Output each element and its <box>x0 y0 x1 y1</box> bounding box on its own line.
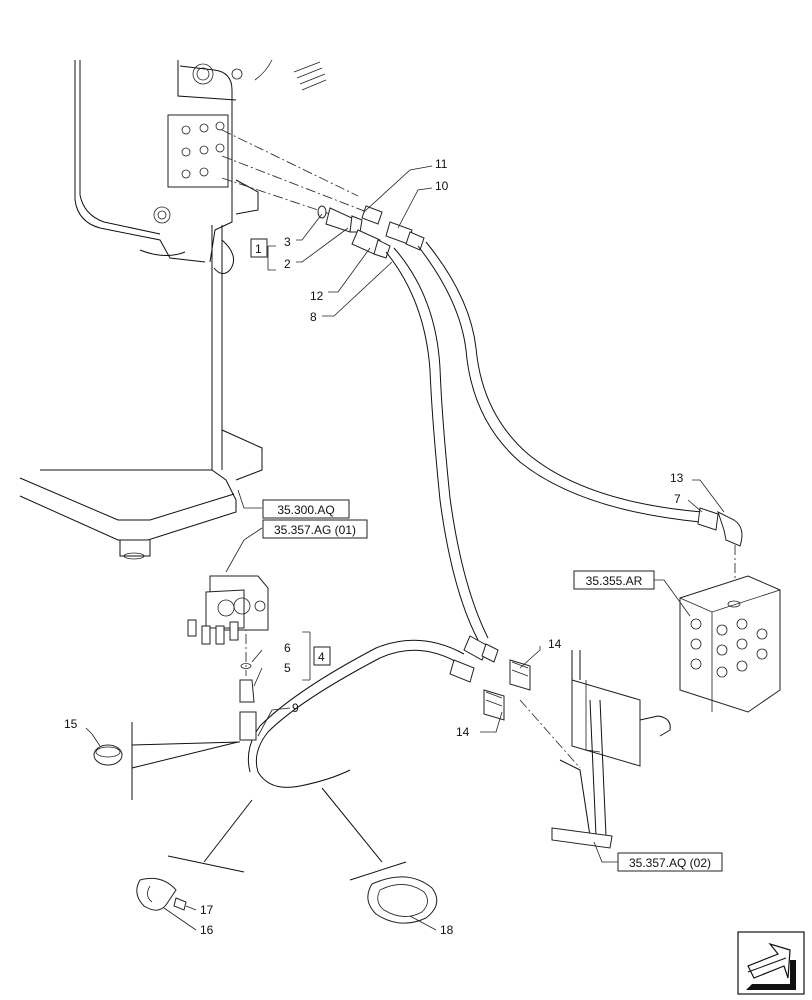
callout-5: 5 <box>284 661 291 675</box>
callout-6: 6 <box>284 641 291 655</box>
callout-3: 3 <box>284 235 291 249</box>
leader-lines <box>85 165 725 931</box>
loose-parts <box>93 744 438 924</box>
callout-17: 17 <box>200 903 214 917</box>
callout-2: 2 <box>284 257 291 271</box>
center-lines <box>221 129 736 769</box>
reference-35-357-aq-02: 35.357.AQ (02) <box>629 856 711 870</box>
frame-tower <box>19 59 327 560</box>
valve-block <box>187 575 269 645</box>
bracket-stand <box>551 650 671 849</box>
upper-fittings <box>317 205 425 259</box>
reference-35-357-ag-01: 35.357.AG (01) <box>274 523 356 537</box>
next-page-arrow-icon[interactable] <box>737 931 805 995</box>
reference-35-300-aq: 35.300.AQ <box>277 503 334 517</box>
callout-14-upper: 14 <box>548 637 562 651</box>
couplers <box>483 659 531 721</box>
boxed-callout-1: 1 <box>255 242 262 256</box>
callout-7: 7 <box>674 492 681 506</box>
callout-18: 18 <box>440 923 454 937</box>
callout-labels: 11 10 3 2 12 8 13 7 14 14 6 5 9 15 17 16… <box>64 157 684 937</box>
callout-10: 10 <box>435 179 449 193</box>
reference-35-355-ar: 35.355.AR <box>586 574 643 588</box>
boxed-callouts: 1 4 <box>250 238 331 666</box>
reference-boxes: 35.300.AQ 35.357.AG (01) 35.355.AR 35.35… <box>262 499 723 872</box>
callout-13: 13 <box>670 471 684 485</box>
callout-16: 16 <box>200 923 214 937</box>
section-markers <box>131 722 407 881</box>
callout-15: 15 <box>64 717 78 731</box>
callout-12: 12 <box>310 289 324 303</box>
callout-9: 9 <box>292 701 299 715</box>
hoses <box>247 241 703 788</box>
callout-14-lower: 14 <box>456 725 470 739</box>
callout-8: 8 <box>310 310 317 324</box>
hose-ends <box>239 507 743 741</box>
control-valve <box>679 575 781 713</box>
callout-11: 11 <box>435 157 448 171</box>
boxed-callout-4: 4 <box>318 650 325 664</box>
